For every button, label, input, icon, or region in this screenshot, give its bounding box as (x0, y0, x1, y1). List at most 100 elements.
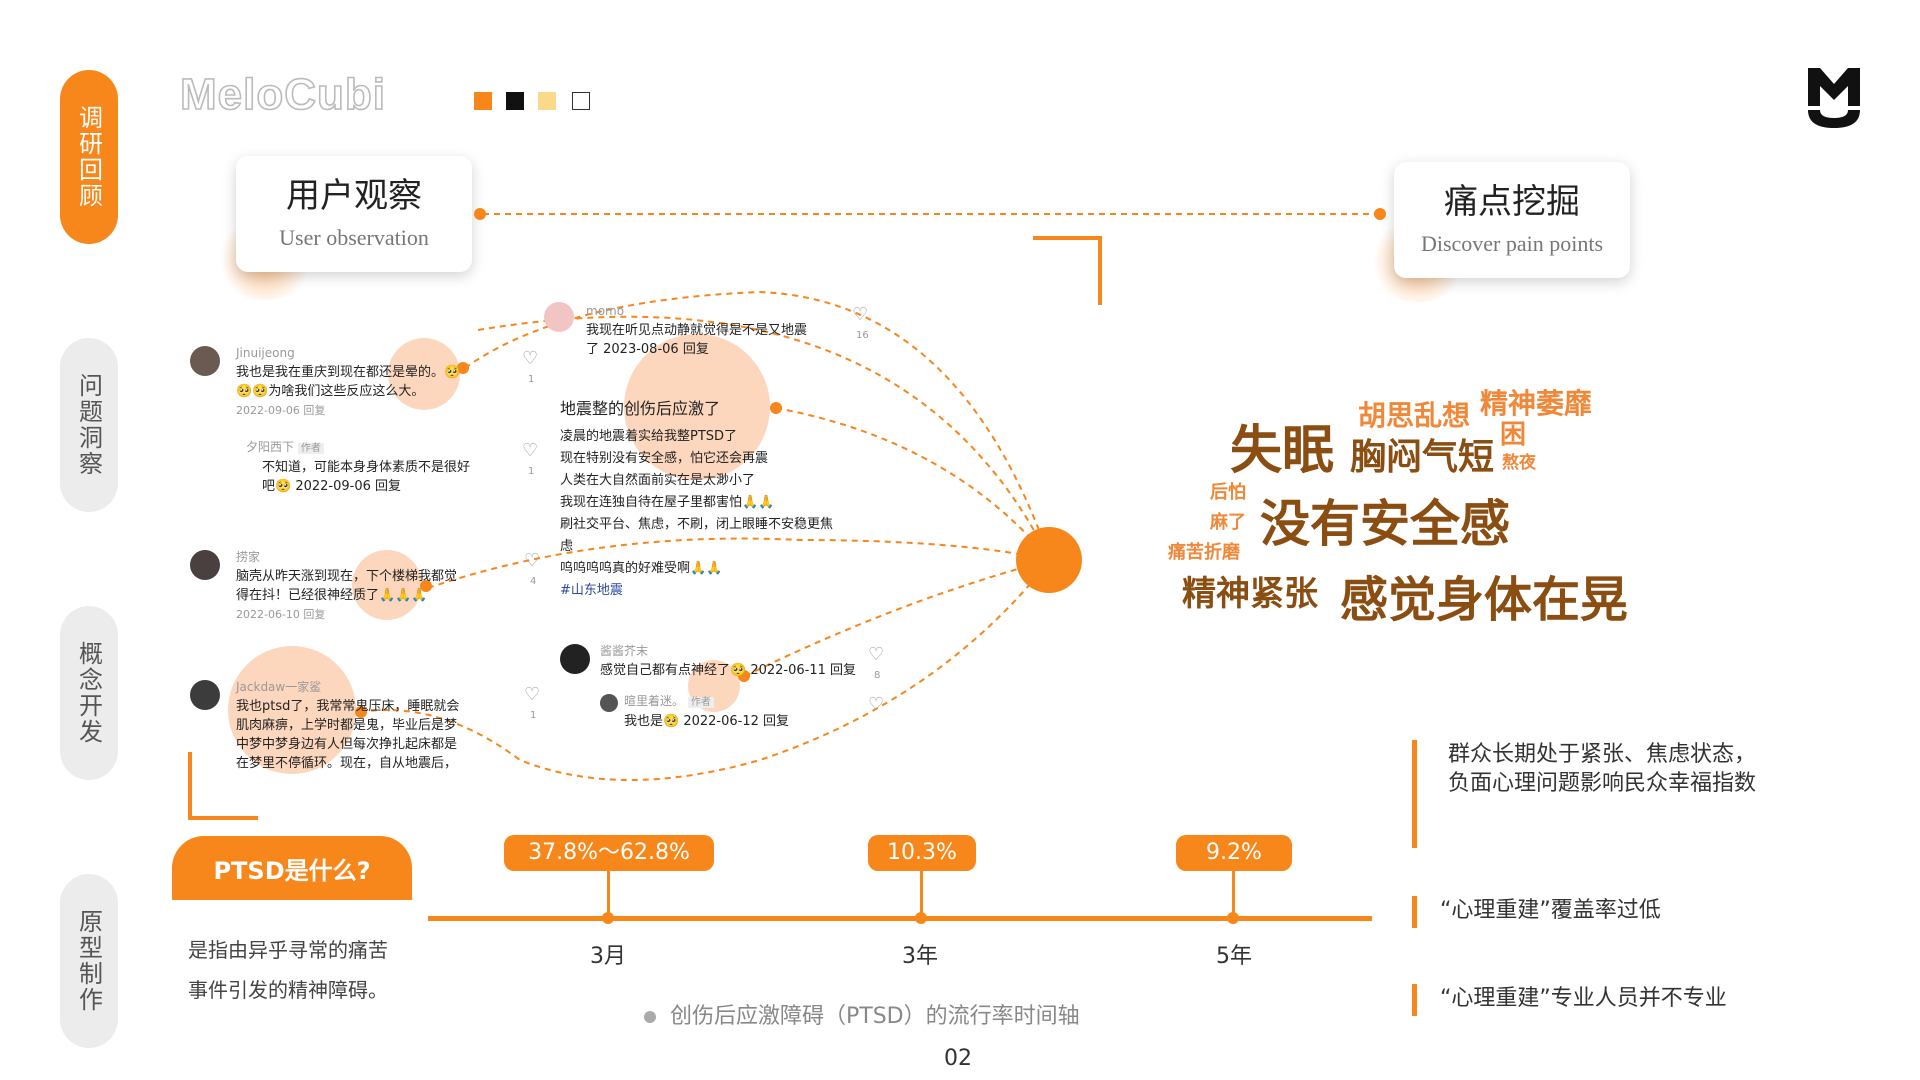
post-line: 现在特别没有安全感，怕它还会再震 (560, 451, 769, 466)
word-cloud-term: 后怕 (1210, 482, 1246, 503)
brand-square-orange (474, 92, 492, 110)
avatar (190, 550, 220, 580)
timeline-tick (607, 871, 610, 917)
comment-text: 我也是🥺 2022-06-12 回复 (624, 714, 790, 729)
like-heart-icon[interactable]: ♡ (868, 644, 885, 665)
comment-text: 不知道，可能本身身体素质不是很好 (262, 460, 471, 475)
nav-item-concept-development[interactable]: 概念开发 (60, 606, 118, 780)
comment-jiangjiang: 酱酱芥末 感觉自己都有点神经了🥺 2022-06-11 回复 (600, 642, 880, 680)
card-pain-title: 痛点挖掘 (1444, 182, 1580, 222)
word-cloud-term: 感觉身体在晃 (1340, 572, 1629, 628)
timeline-dot (1227, 912, 1239, 924)
like-heart-icon[interactable]: ♡ (524, 684, 541, 705)
word-cloud-term: 胸闷气短 (1350, 437, 1495, 478)
timeline-label: 3年 (902, 944, 938, 969)
brand-square-black (506, 92, 524, 110)
comment-text: 脑壳从昨天涨到现在，下个楼梯我都觉 (236, 569, 458, 584)
page-number: 02 (944, 1046, 972, 1071)
finding-accent-bar (1412, 896, 1417, 928)
nav-item-research-review[interactable]: 调研回顾 (60, 70, 118, 244)
nav-item-prototyping[interactable]: 原型制作 (60, 874, 118, 1048)
pain-connector-dot (1374, 208, 1386, 220)
comment-text: 中梦中梦身边有人但每次挣扎起床都是 (236, 737, 458, 752)
timeline-value-pill: 9.2% (1176, 835, 1292, 871)
avatar (560, 644, 590, 674)
ptsd-tab: PTSD是什么? (172, 836, 412, 900)
comment-text: 得在抖！已经很神经质了🙏🙏🙏 (236, 588, 428, 603)
comment-text: 吧🥺 2022-09-06 回复 (262, 479, 402, 494)
finding-text: “心理重建”专业人员并不专业 (1440, 986, 1727, 1011)
like-count: 1 (530, 710, 537, 721)
post-line: 凌晨的地震着实给我整PTSD了 (560, 429, 738, 444)
finding-accent-bar (1412, 740, 1417, 848)
highlight-bubble (388, 338, 460, 410)
word-cloud-term: 胡思乱想 (1358, 399, 1471, 432)
like-heart-icon[interactable]: ♡ (868, 694, 885, 715)
comment-author: 暄里着迷。 作者 (624, 692, 864, 712)
comment-text: 肌肉麻痹，上学时都是鬼，毕业后是梦 (236, 718, 458, 733)
comment-text: 我也ptsd了，我常常鬼压床，睡眠就会 (236, 699, 460, 714)
timeline-axis (428, 916, 1372, 921)
like-count: 1 (528, 466, 535, 477)
like-count: 8 (874, 670, 881, 681)
caption-bullet-icon (644, 1011, 656, 1023)
timeline-value-pill: 37.8%～62.8% (504, 835, 714, 871)
connector-dot (457, 362, 469, 374)
post-line: 刷社交平台、焦虑，不刷，闭上眼睡不安稳更焦 (560, 517, 834, 532)
like-heart-icon[interactable]: ♡ (522, 440, 539, 461)
brand-square-yellow (538, 92, 556, 110)
connector-dot (355, 706, 367, 718)
avatar (190, 346, 220, 376)
like-count: 1 (528, 374, 535, 385)
word-cloud-term: 困 (1500, 420, 1527, 450)
comment-jackdaw: Jackdaw一家鲨 我也ptsd了，我常常鬼压床，睡眠就会 肌肉麻痹，上学时都… (236, 678, 536, 773)
avatar (190, 680, 220, 710)
comment-text: 感觉自己都有点神经了🥺 2022-06-11 回复 (600, 663, 857, 678)
brand-logo-text: MeloCubi (179, 69, 386, 120)
post-line: 我现在连独自待在屋子里都害怕🙏🙏 (560, 495, 775, 510)
comment-text: 我现在听见点动静就觉得是不是又地震 (586, 323, 808, 338)
mu-logo-icon (1808, 68, 1860, 128)
comment-reply-author: 夕阳西下 作者 不知道，可能本身身体素质不是很好 吧🥺 2022-09-06 回… (246, 438, 536, 496)
brand-square-white (572, 92, 590, 110)
like-heart-icon[interactable]: ♡ (852, 304, 869, 325)
comment-author: 酱酱芥末 (600, 644, 649, 658)
highlight-bubble (624, 334, 770, 480)
post-line: 呜呜呜呜真的好难受啊🙏🙏 (560, 561, 723, 576)
card-user-observation: 用户观察 User observation (236, 156, 472, 272)
highlight-bubble (352, 550, 422, 620)
finding-text: 群众长期处于紧张、焦虑状态，负面心理问题影响民众幸福指数 (1448, 742, 1757, 796)
comment-author: 捞家 (236, 550, 261, 564)
timeline-tick (920, 871, 923, 917)
comment-meta: 2022-06-10 回复 (236, 608, 326, 621)
post-title: 地震整的创伤后应激了 (560, 399, 721, 418)
comment-momo: momo 我现在听见点动静就觉得是不是又地震 了 2023-08-06 回复 (586, 302, 856, 359)
word-cloud-term: 麻了 (1210, 512, 1246, 533)
comment-author: Jackdaw一家鲨 (236, 680, 322, 694)
ptsd-description: 是指由异乎寻常的痛苦 事件引发的精神障碍。 (188, 930, 388, 1010)
connector-dot (770, 402, 782, 414)
nav-item-problem-insight[interactable]: 问题洞察 (60, 338, 118, 512)
word-cloud-term: 熬夜 (1502, 453, 1536, 473)
post-hashtag[interactable]: #山东地震 (560, 583, 623, 598)
comment-reply: 暄里着迷。 作者 我也是🥺 2022-06-12 回复 (624, 692, 864, 731)
comment-text: 🥺🥺为啥我们这些反应这么大。 (236, 384, 425, 399)
ptsd-desc-line: 事件引发的精神障碍。 (188, 978, 388, 1002)
like-heart-icon[interactable]: ♡ (522, 348, 539, 369)
finding-accent-bar (1412, 984, 1417, 1016)
card-pain-points: 痛点挖掘 Discover pain points (1394, 162, 1630, 278)
card-pain-subtitle: Discover pain points (1420, 231, 1604, 256)
connection-hub (1016, 527, 1082, 593)
connector-dot (738, 670, 750, 682)
post-line: 虑 (560, 539, 574, 554)
like-heart-icon[interactable]: ♡ (524, 550, 541, 571)
word-cloud-term: 精神紧张 (1182, 574, 1318, 614)
like-count: 4 (530, 576, 537, 587)
comment-meta: 2022-09-06 回复 (236, 404, 326, 417)
observation-connector-dot (474, 208, 486, 220)
timeline-value-pill: 10.3% (868, 835, 976, 871)
comment-jinuijeong: Jinuijeong 我也是我在重庆到现在都还是晕的。🥺 🥺🥺为啥我们这些反应这… (236, 344, 536, 420)
timeline-dot (602, 912, 614, 924)
avatar (600, 694, 618, 712)
